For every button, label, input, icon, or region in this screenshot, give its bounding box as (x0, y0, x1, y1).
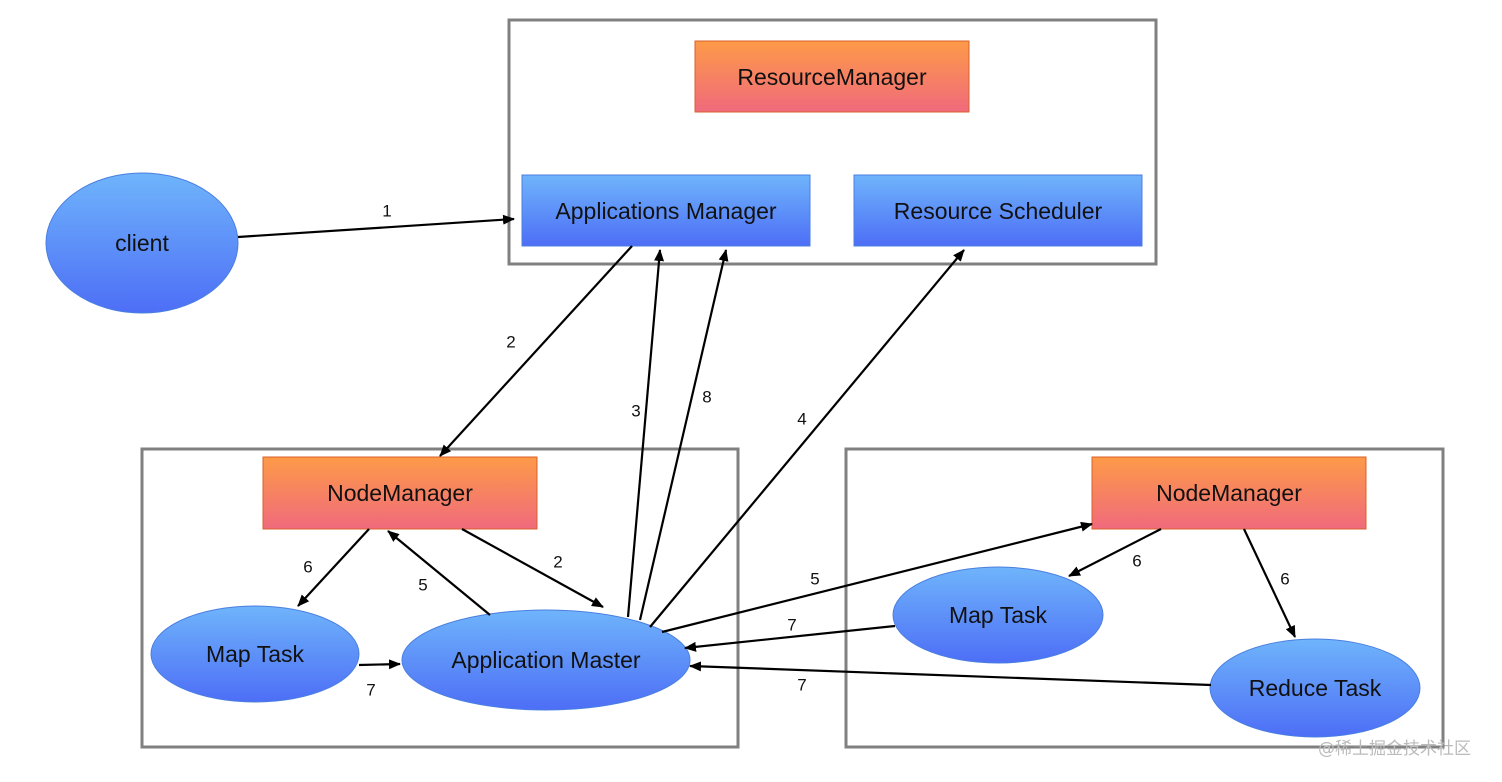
edge-arrow (297, 528, 370, 607)
edge-label: 7 (787, 616, 796, 635)
right-node-container (844, 447, 1445, 749)
edge-arrow (649, 249, 965, 628)
edge-arrow (661, 521, 1093, 634)
map-task-right-node: Map Task (892, 566, 1104, 664)
edge-arrow (626, 249, 665, 618)
resource-manager-label: ResourceManager (737, 64, 927, 90)
edge-arrow (1243, 528, 1296, 638)
edge-label: 7 (366, 681, 375, 700)
edges: 1 2 3 8 4 2 5 6 7 5 7 7 6 6 (237, 202, 1296, 700)
resource-scheduler-box: Resource Scheduler (853, 174, 1143, 247)
map-task-left-label: Map Task (206, 641, 305, 667)
edge-arrow (461, 528, 604, 608)
client-label: client (115, 230, 169, 256)
edge-label: 2 (553, 553, 562, 572)
edge-label: 6 (303, 558, 312, 577)
node-manager-left-box: NodeManager (262, 456, 538, 530)
reduce-task-label: Reduce Task (1249, 675, 1382, 701)
node-manager-right-box: NodeManager (1091, 456, 1367, 530)
application-master-label: Application Master (451, 647, 641, 673)
edge-label: 5 (418, 576, 427, 595)
edge-arrow (684, 624, 896, 652)
edge-arrow (439, 245, 633, 457)
edge-label: 8 (702, 388, 711, 407)
edge-label: 1 (382, 202, 391, 221)
edge-arrow (1068, 528, 1162, 577)
edge-arrow (638, 249, 729, 621)
application-master-node: Application Master (401, 609, 691, 711)
edge-label: 4 (797, 410, 806, 429)
applications-manager-label: Applications Manager (555, 198, 777, 224)
edge-label: 2 (506, 333, 515, 352)
edge-label: 7 (797, 676, 806, 695)
node-manager-left-label: NodeManager (327, 480, 473, 506)
watermark: @稀土掘金技术社区 (1318, 739, 1471, 759)
edge-label: 3 (631, 402, 640, 421)
edge-arrow (358, 659, 401, 670)
resource-manager-box: ResourceManager (694, 40, 970, 113)
applications-manager-box: Applications Manager (521, 174, 811, 247)
edge-arrow (689, 661, 1212, 687)
edge-label: 5 (810, 570, 819, 589)
resource-scheduler-label: Resource Scheduler (894, 198, 1103, 224)
edge-label: 6 (1280, 570, 1289, 589)
resource-manager-container (507, 18, 1158, 266)
client-node: client (45, 172, 239, 314)
edge-arrow (387, 530, 491, 616)
edge-label: 6 (1132, 552, 1141, 571)
edge-arrow (237, 214, 515, 239)
node-manager-right-label: NodeManager (1156, 480, 1302, 506)
map-task-right-label: Map Task (949, 602, 1048, 628)
map-task-left-node: Map Task (150, 605, 360, 703)
reduce-task-node: Reduce Task (1209, 638, 1421, 738)
